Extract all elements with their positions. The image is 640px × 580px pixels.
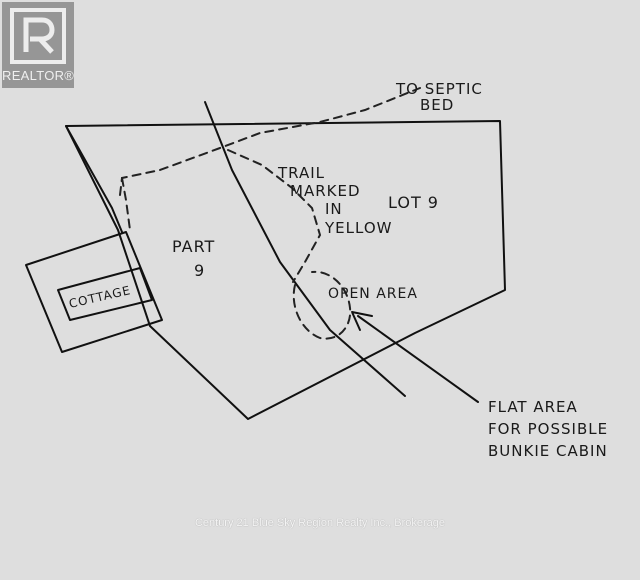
trail-label-line1: TRAIL xyxy=(277,164,325,182)
part-label-line2: 9 xyxy=(194,261,205,280)
realtor-logo: REALTOR® xyxy=(2,2,74,88)
part-boundary-left xyxy=(65,125,123,233)
flat-area-label-line2: FOR POSSIBLE xyxy=(488,420,608,438)
flat-area-arrow-line xyxy=(357,315,479,403)
flat-area-label-line3: BUNKIE CABIN xyxy=(488,442,608,460)
to-septic-label-line2: BED xyxy=(420,96,454,114)
cottage-outer-outline xyxy=(25,231,163,353)
realtor-r-icon xyxy=(10,8,66,64)
realtor-logo-text: REALTOR® xyxy=(2,68,75,83)
part-label-line1: PART xyxy=(172,237,215,256)
lot-label: LOT 9 xyxy=(388,193,439,212)
trail-label-line4: YELLOW xyxy=(324,219,392,237)
open-area-dashed-circle xyxy=(292,270,352,340)
flat-area-label-line1: FLAT AREA xyxy=(488,398,578,416)
lot-boundary-line xyxy=(65,120,506,420)
open-area-label: OPEN AREA xyxy=(328,286,418,302)
diagonal-line xyxy=(204,101,406,397)
flat-area-arrow-head xyxy=(351,311,373,331)
brokerage-watermark: Century 21 Blue Sky Region Realty Inc., … xyxy=(194,517,446,529)
yellow-trail-dashed xyxy=(227,149,322,283)
to-septic-label-line1: TO SEPTIC xyxy=(395,80,483,98)
trail-label-line3: IN xyxy=(325,200,343,218)
cottage-trail-dashed xyxy=(121,177,131,231)
septic-trail-dashed xyxy=(119,87,421,196)
cottage-label-box xyxy=(57,267,153,321)
trail-label-line2: MARKED xyxy=(290,182,361,200)
